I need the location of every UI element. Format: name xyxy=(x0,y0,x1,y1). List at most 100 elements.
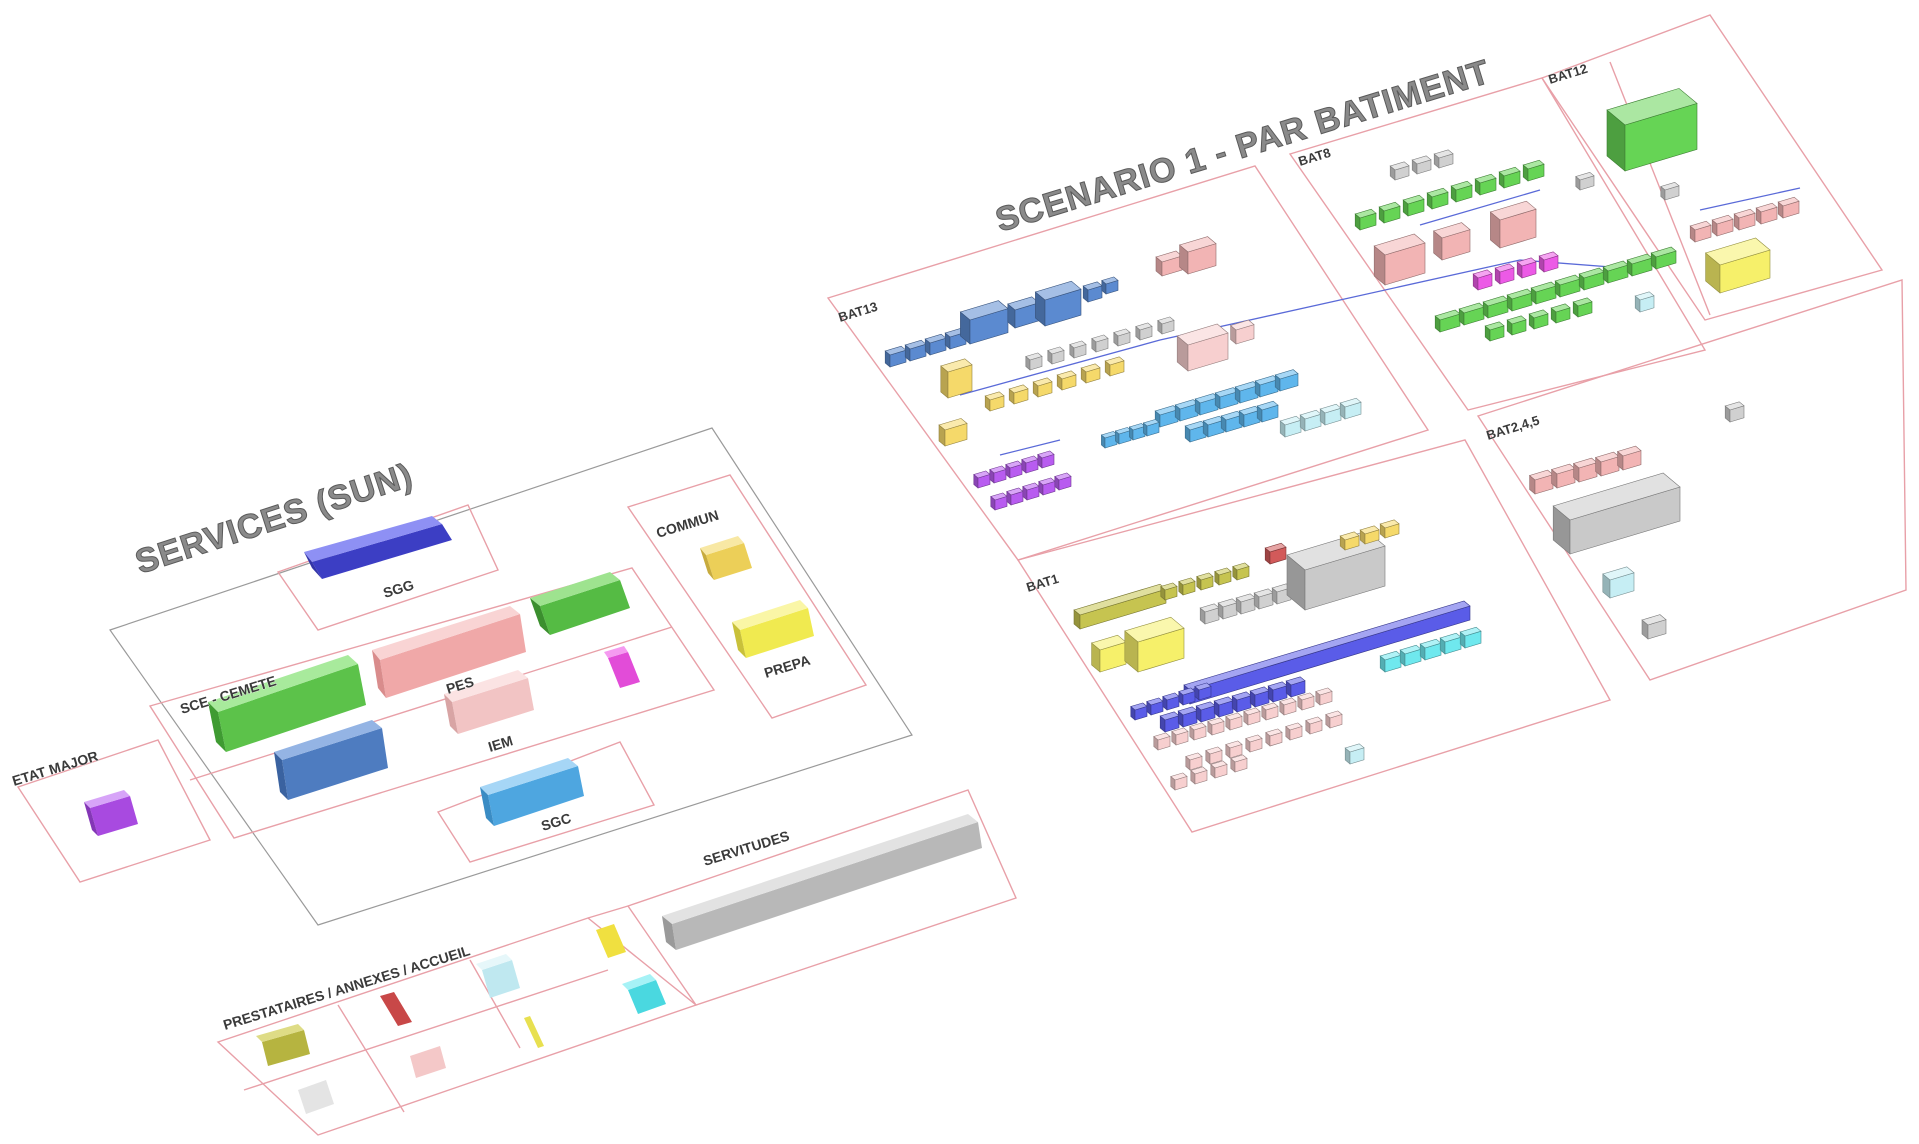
bat1-blue-block xyxy=(1213,696,1234,718)
bat8-pink-block xyxy=(1432,222,1471,261)
bat13-steel-block xyxy=(884,345,907,368)
bat245-pink-block xyxy=(1550,463,1576,489)
bat1-pink-block xyxy=(1185,752,1203,771)
bat8-grey-block xyxy=(1433,149,1454,169)
iem-block xyxy=(452,678,534,734)
etat-major-block xyxy=(90,796,138,836)
bat13-yellow-block xyxy=(1104,356,1125,377)
bat13-pink-block xyxy=(1155,250,1183,277)
steel-block xyxy=(282,728,388,800)
bat13-cyan-block xyxy=(1299,409,1322,432)
servitudes-block xyxy=(672,822,982,950)
bat13-grey-block xyxy=(1025,352,1043,371)
bat1-blue-block xyxy=(1162,692,1180,711)
servitudes-zone xyxy=(626,789,1017,1006)
bat13-steel-block xyxy=(959,300,1009,345)
bat13-grey-block xyxy=(1069,340,1087,359)
bat1-blue-block xyxy=(1146,697,1164,716)
bat8-green-block xyxy=(1530,281,1557,305)
bat13-blue-block xyxy=(1142,419,1160,437)
bat13-blue-block xyxy=(1194,393,1219,416)
bat13-blue-block xyxy=(1214,387,1239,410)
bat245-cyan-block xyxy=(1602,566,1635,599)
sgg-label: SGG xyxy=(381,576,416,600)
services-main-area xyxy=(109,427,913,926)
bat1-pink-block xyxy=(1189,722,1207,741)
bat1-pink-block xyxy=(1305,716,1323,735)
yellow-stick xyxy=(524,1016,544,1048)
bat8-grey-block xyxy=(1575,171,1595,191)
bat13-purple-block xyxy=(1038,477,1056,496)
bat13-steel-block xyxy=(904,339,927,362)
bat13-cyan-block xyxy=(1279,415,1302,438)
central-zone xyxy=(148,567,716,839)
bat13-purple-block xyxy=(1006,487,1024,506)
bat8-green-block xyxy=(1402,194,1425,217)
magenta-block xyxy=(608,652,640,688)
bat8-green-block xyxy=(1572,297,1593,318)
bat13-purple-block xyxy=(989,465,1007,484)
bat1-yellow-block xyxy=(1339,531,1360,551)
bat1-cyan-block xyxy=(1439,632,1462,655)
bat8-magenta-block xyxy=(1472,269,1493,291)
bat1-blue-block xyxy=(1178,687,1196,706)
bat13-cyan-block xyxy=(1319,403,1342,426)
bat8-green-block xyxy=(1378,201,1401,224)
bat13-purple-block xyxy=(1021,455,1039,474)
bat13-grey-block xyxy=(1157,316,1175,335)
bat8-grey-block xyxy=(1389,161,1410,181)
bat1-blue-block xyxy=(1159,711,1180,733)
bat1-grey-block xyxy=(1271,583,1292,605)
bat8-label: BAT8 xyxy=(1296,145,1332,169)
bat1-pink-block xyxy=(1261,702,1279,721)
commun-prepa-zone xyxy=(626,474,868,719)
bat1-cyan-block xyxy=(1459,626,1482,649)
bat13-purple-block xyxy=(1054,472,1072,491)
bat13-grey-block xyxy=(1091,334,1109,353)
bat13-cyan-block xyxy=(1339,397,1362,420)
bat13-blue-block xyxy=(1114,427,1132,445)
bat1-zone xyxy=(1016,439,1612,833)
bat13-label: BAT13 xyxy=(836,299,879,325)
bat12-pink-block xyxy=(1755,202,1778,225)
bat8-pink-block xyxy=(1373,233,1426,286)
bat245-label: BAT2,4,5 xyxy=(1484,413,1541,443)
bat13-blue-block xyxy=(1202,415,1225,438)
etat-major-label: ETAT MAJOR xyxy=(10,748,100,789)
bat13-steel-block xyxy=(1007,296,1040,329)
bat8-green-block xyxy=(1550,303,1571,324)
bat8-green-block xyxy=(1498,166,1521,189)
bat1-pink-block xyxy=(1315,687,1333,706)
bat8-grey-block xyxy=(1411,155,1432,175)
bat13-blue-block xyxy=(1274,369,1299,392)
bat8-green-block xyxy=(1626,253,1653,277)
bat1-grey-block xyxy=(1217,598,1238,620)
bat12-label: BAT12 xyxy=(1546,61,1589,87)
bat1-yellow-block xyxy=(1359,525,1380,545)
bat13-blue-block xyxy=(1100,431,1118,449)
bat12-pink-block xyxy=(1777,196,1800,219)
bat12-green-block xyxy=(1606,88,1698,172)
bat8-green-block xyxy=(1450,180,1473,203)
lightcyan-block xyxy=(482,960,520,998)
bat8-green-block xyxy=(1426,187,1449,210)
bat8-green-block xyxy=(1554,274,1581,298)
bat1-yellow-block xyxy=(1124,616,1185,673)
white-block xyxy=(298,1080,334,1114)
bat8-cyan-block xyxy=(1634,291,1655,313)
iem-label: IEM xyxy=(486,732,514,755)
prepa-block xyxy=(740,608,814,658)
commun-label: COMMUN xyxy=(654,507,720,541)
bat8-magenta-block xyxy=(1516,257,1537,279)
bat13-yellow-block xyxy=(984,391,1005,412)
bat1-blue-block xyxy=(1231,691,1252,713)
bat1-pink-block xyxy=(1171,727,1189,746)
bat8-green-block xyxy=(1482,295,1509,319)
bat13-steel-block xyxy=(1082,281,1103,303)
bat1-olive-block xyxy=(1160,582,1178,601)
bat1-pink-block xyxy=(1325,710,1343,729)
bat8-green-block xyxy=(1650,246,1677,270)
bat12-pink-block xyxy=(1689,220,1712,243)
bat8-green-block xyxy=(1602,260,1629,284)
